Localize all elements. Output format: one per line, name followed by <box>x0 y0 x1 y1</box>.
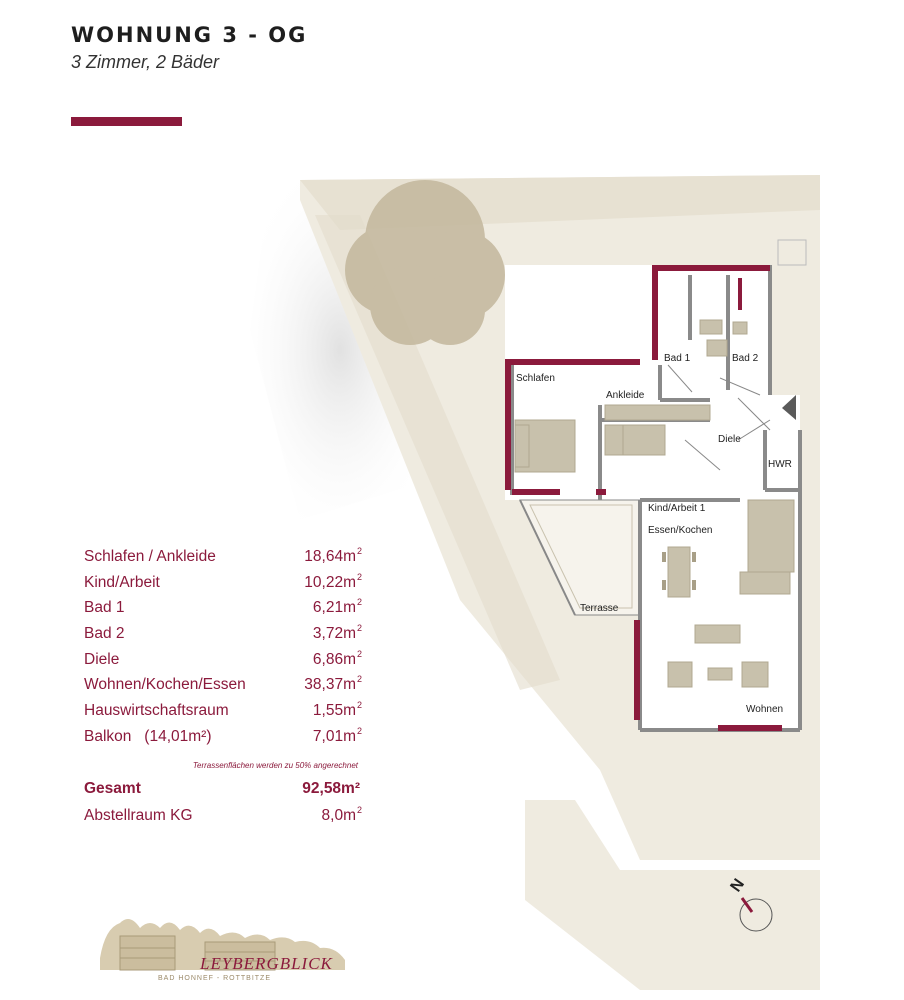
logo-tagline: BAD HONNEF - ROTTBITZE <box>158 975 271 982</box>
accent-bar <box>71 117 182 126</box>
total-value: 92,58m² <box>302 780 360 797</box>
storage-row: Abstellraum KG 8,0m 2 <box>84 805 362 824</box>
room-label-bad2: Bad 2 <box>732 353 759 364</box>
terrace-note: Terrassenflächen werden zu 50% angerechn… <box>192 761 358 770</box>
room-label-hwr: HWR <box>768 459 792 470</box>
room-label-schlafen: Schlafen <box>516 373 555 384</box>
total-row: Gesamt 92,58m² <box>84 780 364 804</box>
logo-illustration <box>100 919 345 971</box>
room-label-kind: Kind/Arbeit 1 <box>648 503 706 514</box>
tree-icon <box>345 180 505 345</box>
room-label-diele: Diele <box>718 434 741 445</box>
page-subtitle: 3 Zimmer, 2 Bäder <box>71 52 220 72</box>
room-label-terrasse: Terrasse <box>580 603 619 614</box>
total-label: Gesamt <box>84 780 141 797</box>
room-label-wohnen: Wohnen <box>746 704 783 715</box>
site-path <box>315 215 560 690</box>
page-title: WOHNUNG 3 - OG <box>71 23 308 47</box>
entry-arrow-icon <box>782 395 796 420</box>
room-label-ankleide: Ankleide <box>606 390 645 401</box>
room-label-bad1: Bad 1 <box>664 353 691 364</box>
logo-name: LEYBERGBLICK <box>200 954 333 973</box>
site-ground-lower <box>525 800 820 990</box>
room-label-essen: Essen/Kochen <box>648 525 713 536</box>
